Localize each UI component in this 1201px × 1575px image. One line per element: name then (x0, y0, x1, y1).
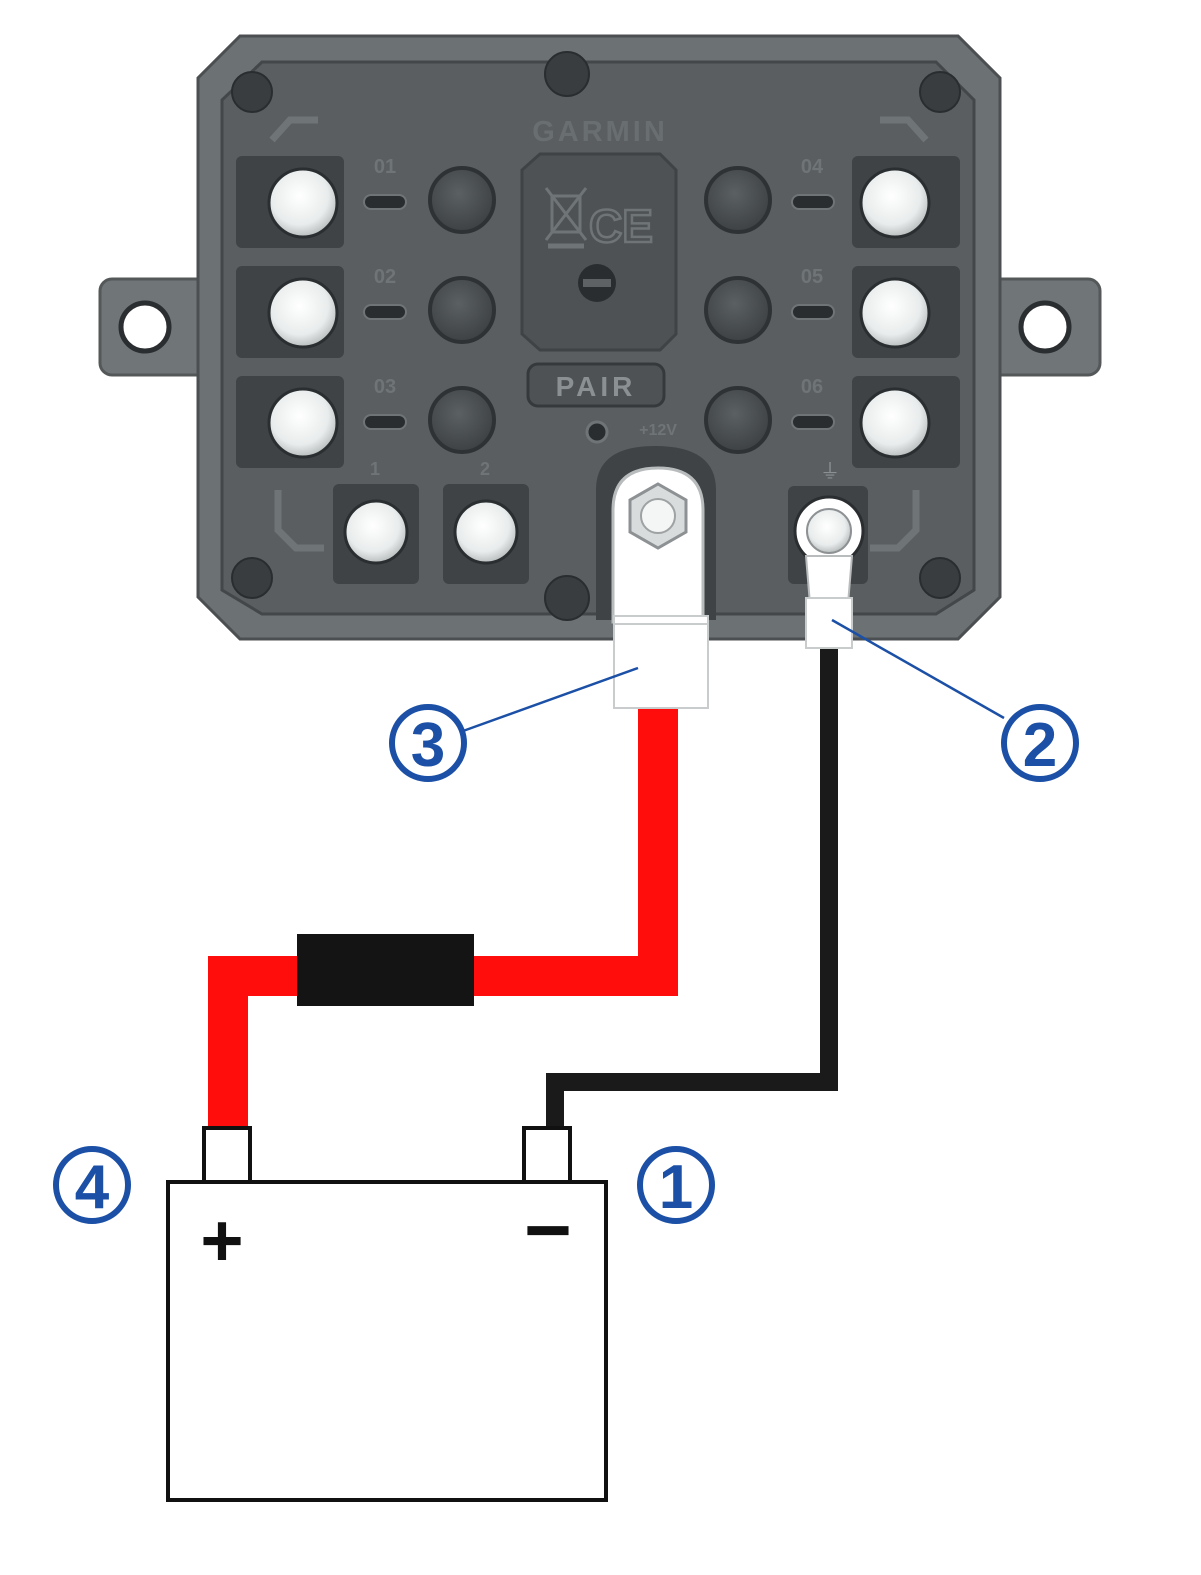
output-terminal-06 (859, 387, 931, 459)
weee-bin-icon (544, 187, 588, 249)
garmin-switching-module: GARMIN CE PAIR +12V ⏚ 01 02 (98, 34, 1102, 641)
battery-positive-symbol: + (200, 1199, 243, 1282)
channel-button-03[interactable] (428, 386, 496, 454)
channel-led-01 (363, 194, 407, 210)
corner-screw-icons (231, 51, 961, 621)
channel-label-03: 03 (374, 376, 396, 398)
power-label: +12V (639, 422, 677, 439)
channel-led-05 (791, 304, 835, 320)
power-ring-lug (611, 466, 709, 709)
callout-2: 2 (1001, 704, 1079, 782)
channel-button-05[interactable] (704, 276, 772, 344)
channel-button-06[interactable] (704, 386, 772, 454)
channel-label-04: 04 (801, 156, 824, 178)
battery-body (166, 1180, 608, 1502)
channel-row-04: 04 (704, 156, 960, 248)
channel-led-02 (363, 304, 407, 320)
channel-button-02[interactable] (428, 276, 496, 344)
callout-3: 3 (389, 704, 467, 782)
channel-led-06 (791, 414, 835, 430)
channel-label-01: 01 (374, 156, 396, 178)
bottom-terminal-2: 2 (443, 459, 529, 584)
callout-1: 1 (637, 1146, 715, 1224)
channel-row-06: 06 (704, 376, 960, 468)
brand-logo: GARMIN (532, 116, 668, 148)
callout-4: 4 (53, 1146, 131, 1224)
pair-button[interactable] (526, 362, 666, 408)
channel-button-01[interactable] (428, 166, 496, 234)
channel-led-03 (363, 414, 407, 430)
compliance-plate (520, 152, 678, 352)
svg-text:4: 4 (75, 1153, 110, 1222)
bottom-label-1: 1 (370, 459, 380, 479)
channel-label-05: 05 (801, 266, 823, 288)
status-led-icon (585, 420, 609, 444)
ce-mark-icon: CE (589, 200, 653, 252)
svg-text:1: 1 (659, 1153, 693, 1222)
mount-hole-left-icon (118, 300, 172, 354)
output-terminal-05 (859, 277, 931, 349)
output-terminal-02 (267, 277, 339, 349)
battery-positive-post (202, 1126, 252, 1184)
pair-button-label: PAIR (556, 371, 637, 402)
bottom-label-2: 2 (480, 459, 490, 479)
inline-fuse (297, 934, 474, 1006)
mount-hole-right-icon (1018, 300, 1072, 354)
channel-row-03: 03 (236, 376, 496, 468)
svg-text:3: 3 (411, 711, 445, 780)
output-terminal-01 (267, 167, 339, 239)
channel-button-04[interactable] (704, 166, 772, 234)
svg-text:2: 2 (1023, 711, 1057, 780)
battery-negative-post (522, 1126, 572, 1184)
callout-3-leader (462, 666, 639, 733)
battery: + − (166, 1126, 608, 1502)
channel-row-05: 05 (704, 266, 960, 358)
battery-negative-symbol: − (524, 1185, 572, 1276)
channel-label-06: 06 (801, 376, 823, 398)
channel-label-02: 02 (374, 266, 396, 288)
negative-wire (546, 648, 838, 1132)
callout-2-leader (831, 618, 1005, 720)
output-terminal-04 (859, 167, 931, 239)
corner-bracket-marks (269, 116, 929, 552)
ground-ring-lug (793, 495, 865, 649)
channel-led-04 (791, 194, 835, 210)
output-terminal-03 (267, 387, 339, 459)
channel-row-01: 01 (236, 156, 496, 248)
channel-row-02: 02 (236, 266, 496, 358)
bottom-terminal-1: 1 (333, 459, 419, 584)
ground-symbol-icon: ⏚ (820, 461, 840, 483)
